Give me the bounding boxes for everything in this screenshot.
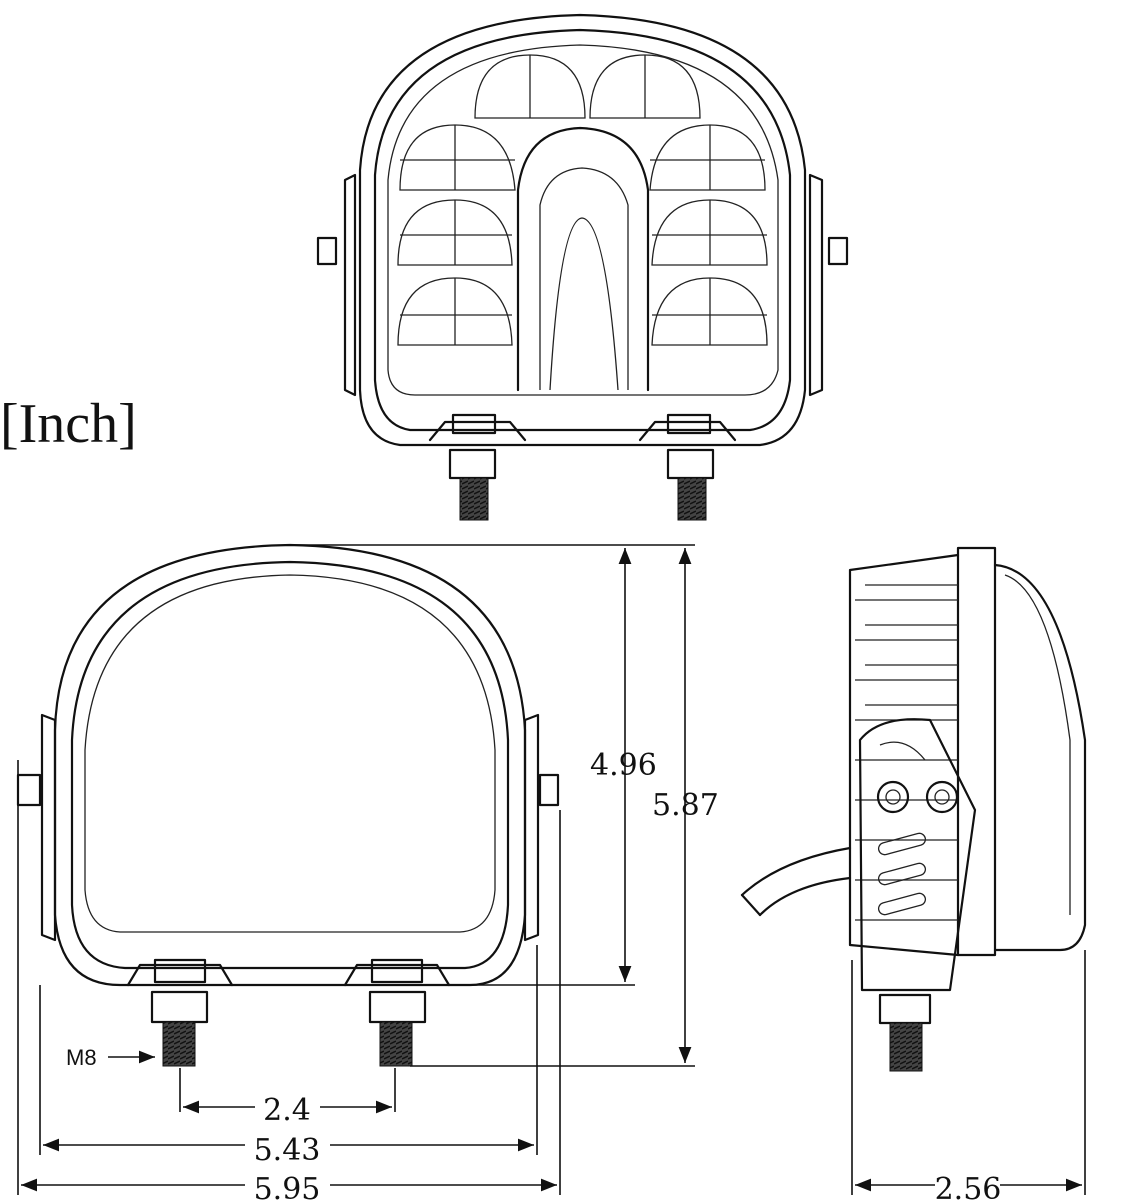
- dim-label-5-43: 5.43: [254, 1133, 321, 1168]
- dim-label-5-95: 5.95: [254, 1172, 321, 1200]
- unit-label: [Inch]: [0, 393, 137, 455]
- top-view-led-face: [316, 13, 849, 521]
- dim-label-2-56: 2.56: [935, 1172, 1002, 1200]
- dim-label-4-96: 4.96: [590, 748, 657, 783]
- dim-label-5-87: 5.87: [652, 788, 719, 823]
- dimension-lines: [17, 544, 1086, 1195]
- front-view: [16, 543, 560, 1067]
- side-view: [740, 546, 1087, 1072]
- dim-label-2-4: 2.4: [263, 1093, 311, 1128]
- thread-label-m8: M8: [66, 1045, 97, 1070]
